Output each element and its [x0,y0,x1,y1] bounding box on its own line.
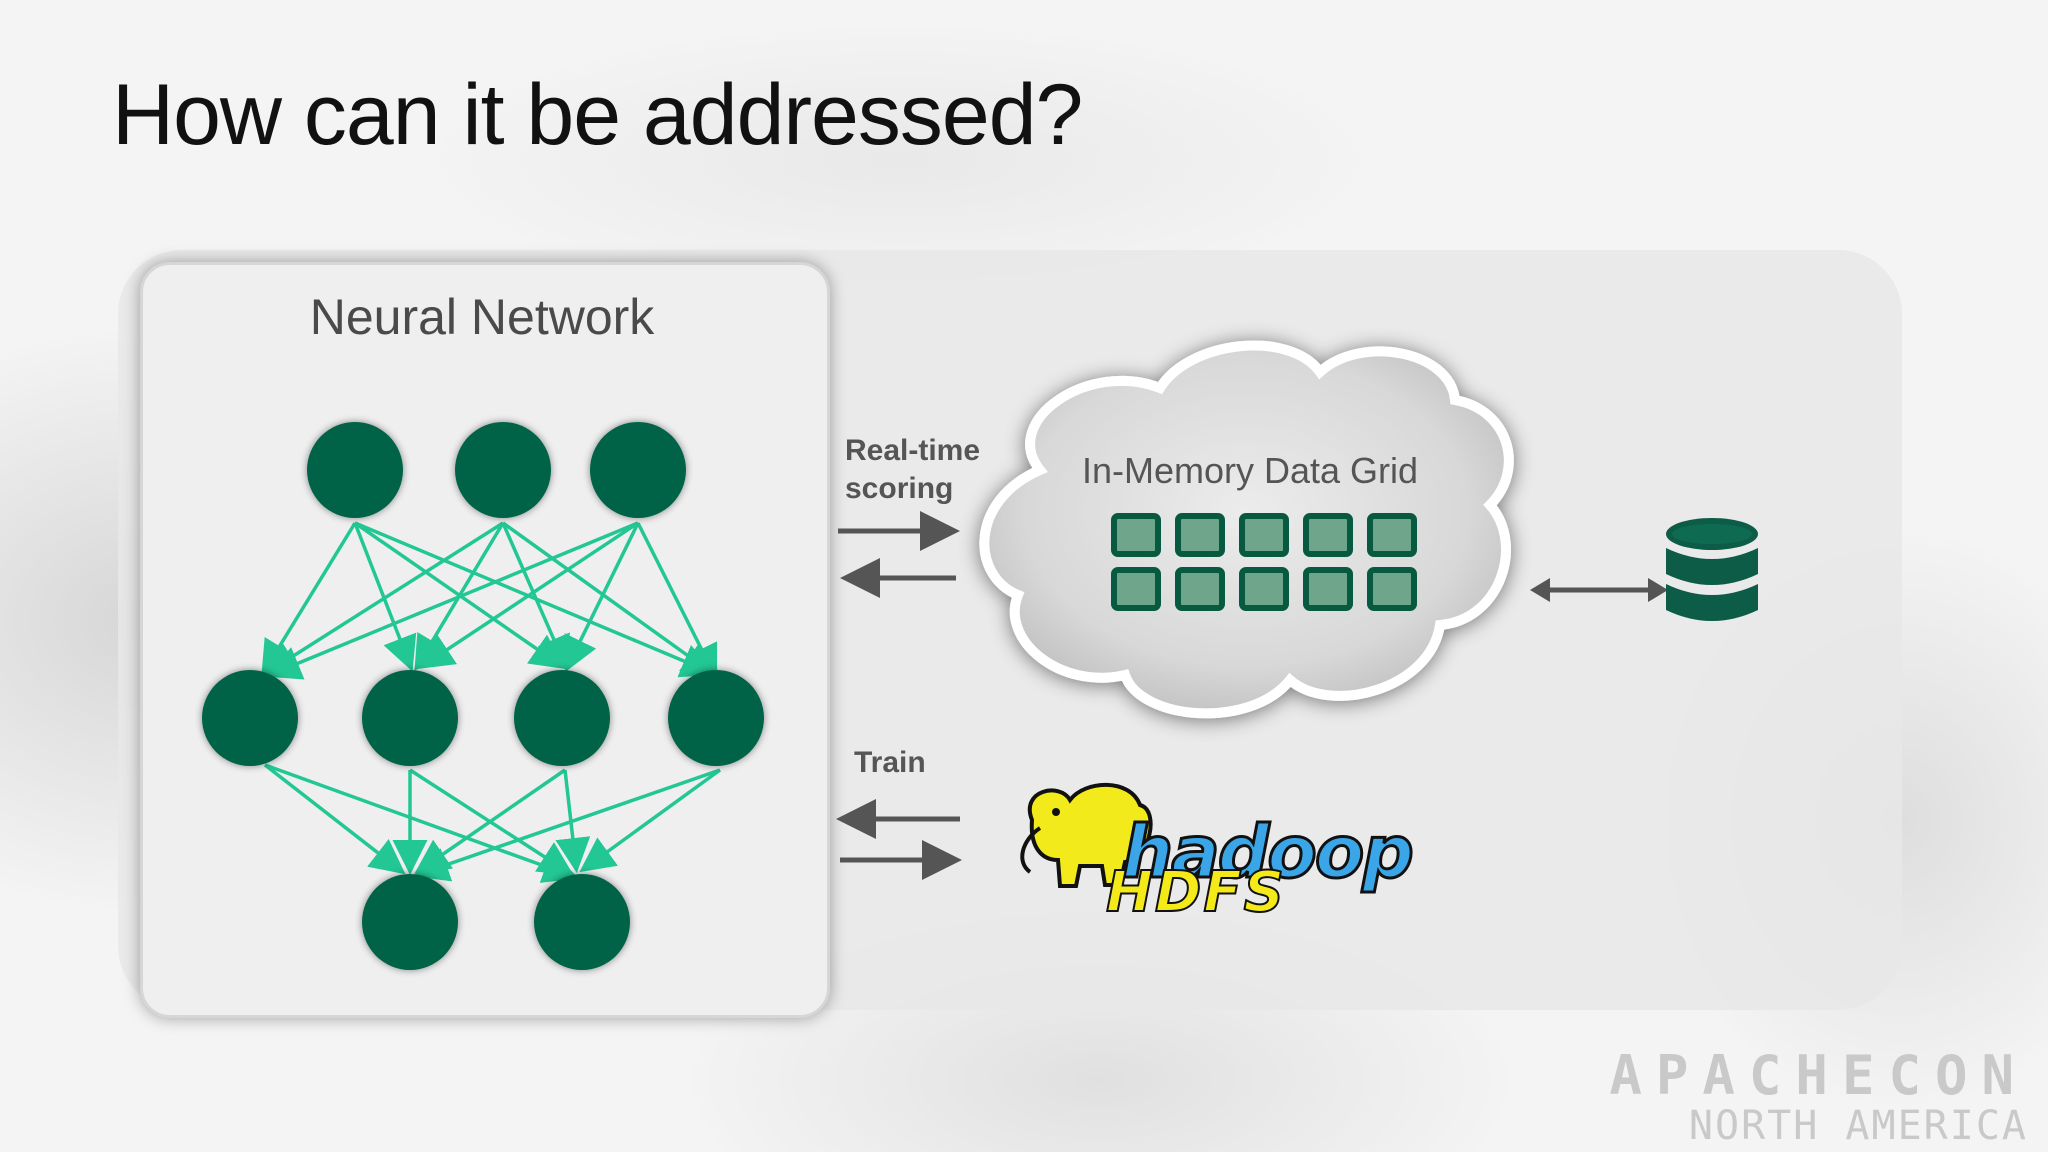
grid-cell [1303,567,1353,611]
grid-cell [1239,567,1289,611]
hadoop-elephant-icon [1020,782,1153,888]
realtime-label-line2: scoring [845,472,954,505]
nn-node-output-1 [362,874,458,970]
nn-node-input-2 [455,422,551,518]
apachecon-watermark: APACHECON NORTH AMERICA [1609,1044,2028,1149]
nn-node-hidden-2 [362,670,458,766]
nn-node-hidden-1 [202,670,298,766]
train-label: Train [854,746,926,779]
grid-cell [1239,513,1289,557]
slide-title: How can it be addressed? [112,67,1083,163]
nn-node-hidden-4 [668,670,764,766]
watermark-line1: APACHECON [1609,1044,2028,1107]
cloud-label: In-Memory Data Grid [1081,450,1419,491]
grid-cell [1303,513,1353,557]
data-grid-cells [1111,513,1417,611]
grid-database-arrow [1530,578,1668,602]
nn-node-output-2 [534,874,630,970]
nn-edges [261,521,722,883]
grid-cell [1111,513,1161,557]
train-arrows [836,799,962,880]
neural-network-title: Neural Network [309,289,655,345]
database-icon [1666,518,1758,621]
nn-node-input-1 [307,422,403,518]
nn-node-input-3 [590,422,686,518]
neural-network-box [140,262,830,1018]
realtime-arrows [838,511,960,598]
grid-cell [1175,513,1225,557]
grid-cell [1367,567,1417,611]
realtime-scoring-label: Real-time scoring [845,432,980,508]
watermark-line2: NORTH AMERICA [1688,1103,2028,1149]
grid-cell [1367,513,1417,557]
grid-cell [1111,567,1161,611]
realtime-label-line1: Real-time [845,434,981,467]
nn-node-hidden-3 [514,670,610,766]
grid-cell [1175,567,1225,611]
nn-nodes [202,422,764,970]
hdfs-logo-text: HDFS [1105,859,1286,926]
hadoop-logo-text: hadoop [1121,809,1416,896]
